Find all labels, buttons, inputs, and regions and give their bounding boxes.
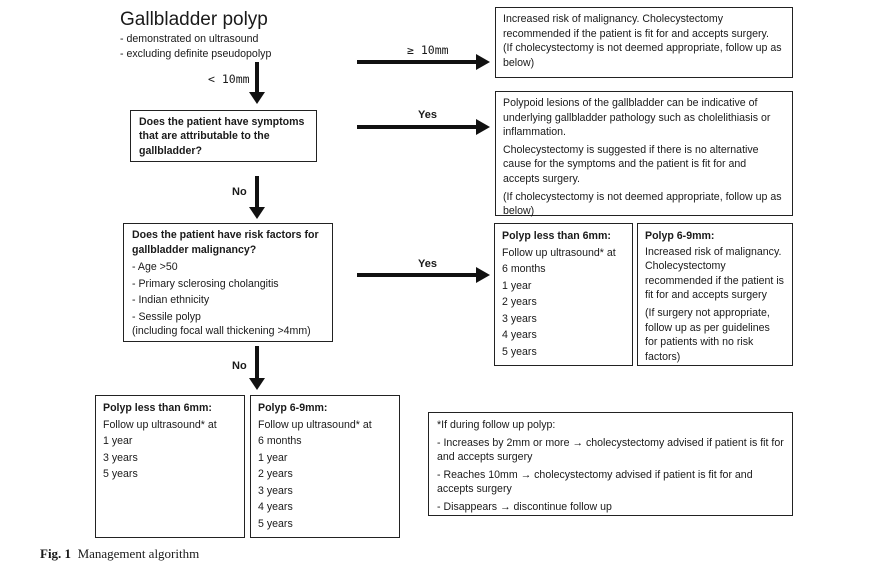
norisk-lt6-heading: Polyp less than 6mm: [103,402,212,414]
arrow-down-symptoms-no [249,176,265,219]
risk-question-box: Does the patient have risk factors for g… [123,223,333,342]
risk-6to9-p1: Increased risk of malignancy. Cholecyste… [645,245,784,302]
ge10-line-1: Increased risk of malignancy. Cholecyste… [503,13,769,40]
norisk-lt6-intro: Follow up ultrasound* at [103,418,217,431]
symptoms-yes-box: Polypoid lesions of the gallbladder can … [495,91,793,218]
symptoms-question: Does the patient have symptoms that are … [139,116,305,157]
risk-lt6-item: 1 year [502,279,532,292]
risk-factor-note: (including focal wall thickening >4mm) [132,325,311,338]
risk-lt6-item: 3 years [502,312,537,325]
norisk-lt6-item: 1 year [103,435,133,447]
arrow-down-lt10 [249,62,265,104]
risk-lt6-item: 5 years [502,345,537,358]
label-lt10: < 10mm [208,72,250,86]
label-ge10: ≥ 10mm [407,43,449,57]
arrow-right-risk-yes [357,267,490,283]
figure-caption: Fig. 1 Management algorithm [40,546,199,562]
ge10-recommendation-box: Increased risk of malignancy. Cholecyste… [495,7,793,78]
norisk-6to9-item: 6 months [258,435,302,447]
label-no-risk: No [232,360,247,372]
risk-lt6-item: 4 years [502,329,537,341]
risk-lt6-intro: Follow up ultrasound* at [502,246,616,259]
norisk-6to9-item: 2 years [258,468,293,480]
figure-caption-text: Management algorithm [77,546,200,561]
norisk-lt6-box: Polyp less than 6mm: Follow up ultrasoun… [95,395,245,538]
figure-caption-label: Fig. 1 [40,546,72,561]
label-no-symptoms: No [232,186,247,198]
norisk-6to9-item: 3 years [258,484,293,497]
risk-factor-sessile: - Sessile polyp [132,310,201,323]
title-block: Gallbladder polyp - demonstrated on ultr… [120,8,271,61]
footnote-item: - Disappears → discontinue follow up [437,501,612,514]
label-yes-symptoms: Yes [418,109,437,121]
label-yes-risk: Yes [418,258,437,270]
risk-factor-psc: - Primary sclerosing cholangitis [132,277,279,290]
ge10-line-2: (If cholecystectomy is not deemed approp… [503,42,782,69]
symptoms-yes-p3: (If cholecystectomy is not deemed approp… [503,190,782,218]
norisk-6to9-item: 4 years [258,501,293,513]
risk-factor-ethnicity: - Indian ethnicity [132,294,210,307]
title-heading: Gallbladder polyp [120,9,268,30]
title-line-1: - demonstrated on ultrasound [120,33,259,45]
risk-6to9-box: Polyp 6-9mm: Increased risk of malignanc… [637,223,793,366]
risk-6to9-heading: Polyp 6-9mm: [645,230,715,242]
norisk-lt6-item: 5 years [103,468,138,480]
symptoms-yes-p2: Cholecystectomy is suggested if there is… [503,143,759,186]
symptoms-yes-p1: Polypoid lesions of the gallbladder can … [503,97,771,139]
title-line-2: - excluding definite pseudopolyp [120,47,272,60]
norisk-6to9-item: 1 year [258,451,288,464]
footnote-box: *If during follow up polyp: - Increases … [428,412,793,516]
arrow-right-ge10 [357,54,490,70]
norisk-6to9-item: 5 years [258,517,293,530]
norisk-6to9-intro: Follow up ultrasound* at [258,418,372,431]
footnote-item: - Increases by 2mm or more → cholecystec… [437,436,784,464]
footnote-heading: *If during follow up polyp: [437,419,556,431]
norisk-lt6-item: 3 years [103,451,138,464]
risk-lt6-item: 6 months [502,263,546,275]
norisk-6to9-box: Polyp 6-9mm: Follow up ultrasound* at 6 … [250,395,400,538]
risk-question: Does the patient have risk factors for g… [132,229,319,256]
symptoms-question-box: Does the patient have symptoms that are … [130,110,317,162]
risk-factor-age: - Age >50 [132,261,178,274]
risk-lt6-item: 2 years [502,296,537,308]
risk-6to9-p2: (If surgery not appropriate, follow up a… [645,306,770,363]
risk-lt6-box: Polyp less than 6mm: Follow up ultrasoun… [494,223,633,366]
footnote-item: - Reaches 10mm → cholecystectomy advised… [437,468,753,496]
norisk-6to9-heading: Polyp 6-9mm: [258,402,328,414]
risk-lt6-heading: Polyp less than 6mm: [502,230,611,242]
arrow-down-risk-no [249,346,265,390]
arrow-right-symptoms-yes [357,119,490,135]
